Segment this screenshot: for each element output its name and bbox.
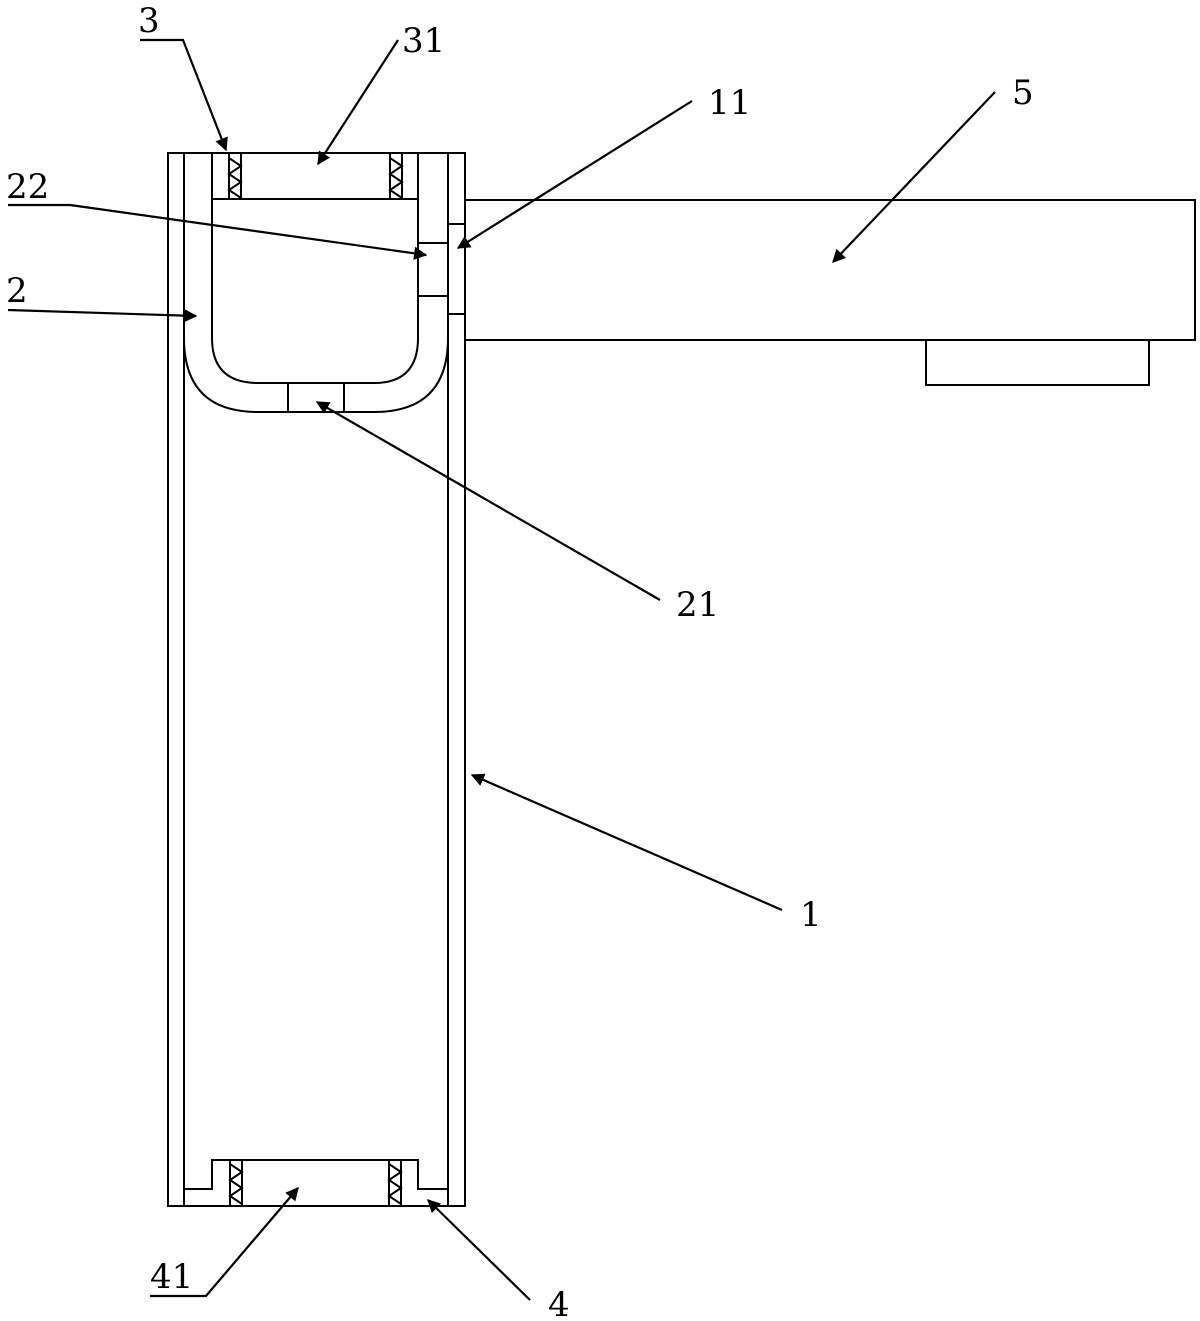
seal-hatch-left-top bbox=[227, 157, 243, 199]
leader-2 bbox=[7, 308, 198, 323]
seal-hatch-right-bottom bbox=[387, 1163, 403, 1205]
side-port-part-22 bbox=[418, 242, 448, 297]
label-11: 11 bbox=[708, 83, 751, 123]
label-31: 31 bbox=[402, 21, 445, 61]
housing-part-1 bbox=[167, 152, 466, 1207]
leader-4 bbox=[427, 1199, 531, 1301]
part-labels: 3 31 11 5 22 2 21 1 41 4 bbox=[6, 1, 1034, 1321]
label-2: 2 bbox=[6, 271, 28, 311]
bottom-cap-part-4 bbox=[184, 1159, 448, 1206]
label-4: 4 bbox=[548, 1285, 570, 1321]
label-1: 1 bbox=[800, 895, 822, 935]
label-3: 3 bbox=[138, 1, 160, 41]
label-22: 22 bbox=[6, 167, 49, 207]
leader-1 bbox=[470, 773, 783, 912]
top-cap-part-3 bbox=[212, 153, 418, 200]
leader-41 bbox=[150, 1186, 299, 1298]
seal-hatch-left-bottom bbox=[228, 1163, 244, 1205]
leader-11 bbox=[456, 100, 693, 249]
spout-part-5 bbox=[464, 199, 1196, 386]
leader-5 bbox=[832, 91, 996, 263]
label-5: 5 bbox=[1012, 73, 1034, 113]
leader-22 bbox=[8, 203, 428, 260]
leader-21 bbox=[315, 401, 661, 601]
seal-hatch-right-top bbox=[388, 157, 404, 199]
leader-3 bbox=[140, 38, 228, 152]
connector-part-11 bbox=[448, 223, 465, 315]
leader-31 bbox=[317, 39, 399, 166]
label-41: 41 bbox=[150, 1257, 193, 1297]
label-21: 21 bbox=[676, 585, 719, 625]
u-tube-part-2 bbox=[183, 153, 449, 413]
leader-lines bbox=[7, 38, 996, 1301]
